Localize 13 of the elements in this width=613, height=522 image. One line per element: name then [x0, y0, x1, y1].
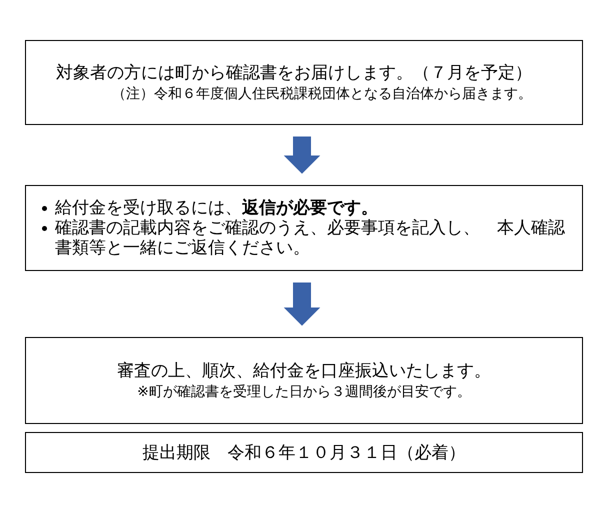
text-box [25, 40, 583, 125]
block-arrow [284, 282, 320, 326]
main-text: 提出期限 令和６年１０月３１日（必着） [142, 442, 466, 464]
text-box [25, 337, 583, 424]
text-box [25, 185, 583, 271]
note-text: ※町が確認書を受理した日から３週間後が目安です。 [137, 382, 471, 402]
main-text: 審査の上、順次、給付金を口座振込いたします。 [117, 360, 491, 382]
block-arrow [284, 136, 320, 174]
bullet-text: 確認書の記載内容をご確認のうえ、必要事項を記入し、 本人確認書類等と一緒にご返信ください。 [55, 218, 566, 258]
text-box [25, 432, 583, 473]
notice-text: 対象者の方には町から確認書をお届けします。（７月を予定） [56, 62, 532, 84]
bullet-text: 給付金を受け取るには、返信が必要です。 [55, 198, 379, 218]
note-text: （注）令和６年度個人住民税課税団体となる自治体から届きます。 [112, 84, 532, 104]
